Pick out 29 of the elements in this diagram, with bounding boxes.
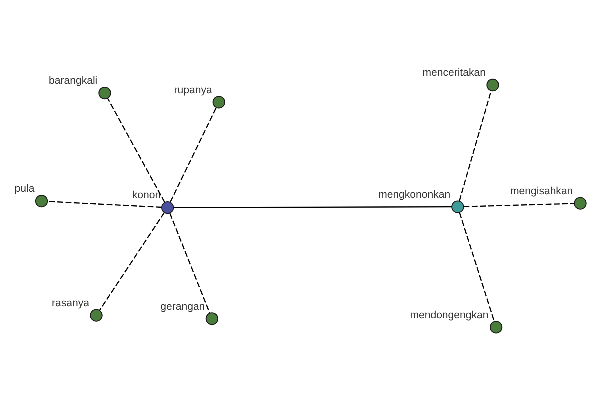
node-circle — [162, 201, 174, 214]
node-label: pula — [14, 182, 35, 195]
connector — [107, 98, 166, 202]
node-circle — [90, 308, 103, 322]
node-circle — [486, 78, 500, 92]
node-circle — [574, 196, 587, 210]
node-label: mendongengkan — [410, 308, 489, 321]
node-label: mengisahkan — [510, 184, 574, 197]
node-label: gerangan — [160, 300, 206, 312]
node-circle — [212, 96, 226, 108]
connector — [174, 206, 452, 208]
node-label: rasanya — [52, 296, 90, 309]
node-label: menceritakan — [422, 66, 486, 79]
node-label: mengkononkan — [378, 188, 451, 200]
node-label: konon — [132, 189, 162, 202]
node-circle — [452, 200, 464, 213]
connector — [99, 212, 166, 310]
connector — [170, 107, 217, 202]
connector — [170, 212, 211, 314]
connector — [48, 200, 162, 208]
node-label: barangkali — [49, 74, 98, 87]
connector — [464, 202, 574, 207]
connector — [459, 90, 492, 201]
connector — [459, 212, 495, 322]
node-label: rupanya — [174, 84, 212, 96]
node-circle — [206, 312, 219, 325]
node-circle — [35, 194, 48, 208]
node-circle — [490, 320, 503, 334]
node-circle — [98, 86, 112, 100]
